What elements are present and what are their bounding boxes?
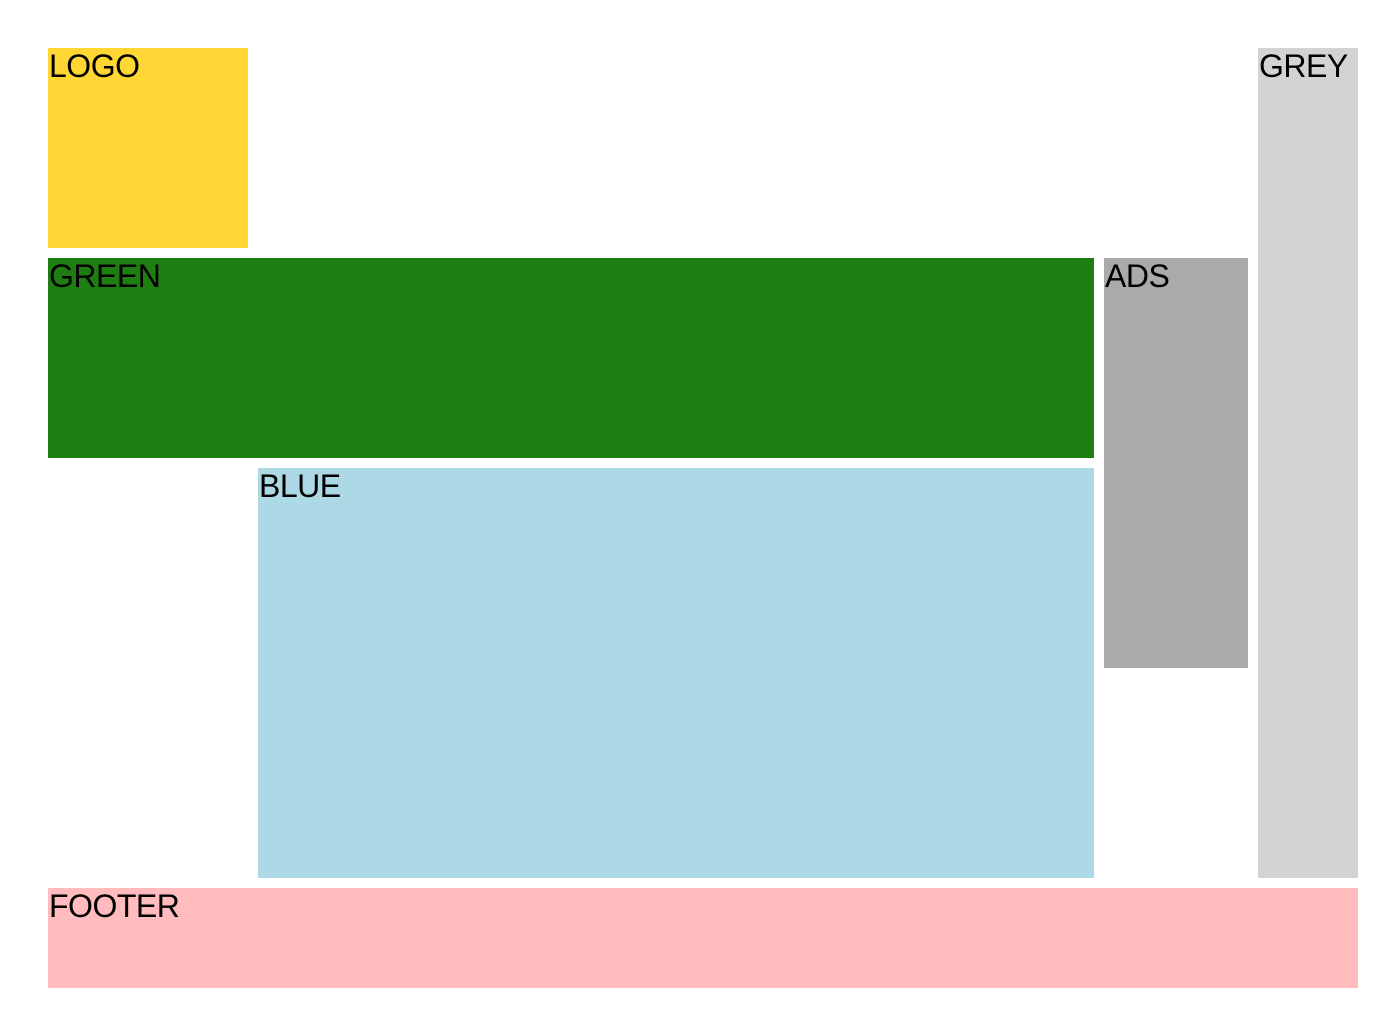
grey-block: GREY (1258, 48, 1358, 878)
green-label: GREEN (49, 258, 161, 294)
logo-label: LOGO (49, 48, 140, 84)
grey-label: GREY (1259, 48, 1348, 84)
ads-block: ADS (1104, 258, 1248, 668)
footer-block: FOOTER (48, 888, 1358, 988)
footer-label: FOOTER (49, 888, 180, 924)
blue-block: BLUE (258, 468, 1094, 878)
logo-block: LOGO (48, 48, 248, 248)
green-block: GREEN (48, 258, 1094, 458)
blue-label: BLUE (259, 468, 341, 504)
ads-label: ADS (1105, 258, 1170, 294)
